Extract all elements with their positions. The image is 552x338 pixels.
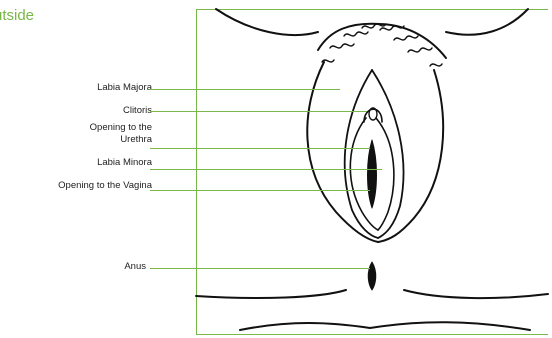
label-clitoris: Clitoris (123, 105, 152, 117)
right-buttock-curve (404, 290, 548, 298)
label-urethra-line2: Urethra (120, 134, 152, 146)
leader-labia-majora (150, 89, 340, 90)
vaginal-opening (368, 140, 377, 208)
label-labia-minora: Labia Minora (97, 157, 152, 169)
leader-clitoris (150, 111, 367, 112)
label-urethra-line1: Opening to the (90, 122, 152, 134)
left-buttock-curve (196, 290, 346, 298)
label-vagina: Opening to the Vagina (58, 180, 152, 192)
leader-anus (150, 268, 370, 269)
leader-vagina (150, 190, 370, 191)
anus-mark (368, 262, 376, 290)
leader-urethra (150, 148, 370, 149)
label-anus: Anus (124, 261, 146, 273)
right-upper-thigh-curve (446, 9, 528, 35)
label-labia-majora: Labia Majora (97, 82, 152, 94)
leader-labia-minora (150, 169, 382, 170)
lower-buttock-curve (240, 322, 530, 330)
left-upper-thigh-curve (216, 9, 318, 35)
right-labia-minora (376, 118, 394, 230)
right-outer-labia-curve (378, 70, 443, 242)
